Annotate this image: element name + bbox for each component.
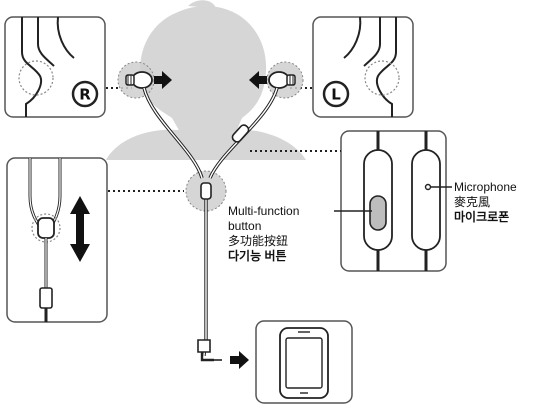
- microphone-label-ko: 마이크로폰: [454, 210, 510, 224]
- smartphone-icon: [255, 320, 353, 404]
- headphone-plug-icon: [197, 339, 222, 362]
- left-earbud-panel: [312, 16, 414, 118]
- right-marker-letter: R: [79, 86, 91, 104]
- up-down-arrow-icon: [70, 196, 90, 262]
- multi-function-button-label-ko: 다기능 버튼: [228, 249, 287, 263]
- microphone-label-en: Microphone: [454, 180, 517, 194]
- head-silhouette: [106, 0, 306, 160]
- earbud-icon-left: [268, 71, 296, 89]
- right-earbud-panel: [4, 16, 106, 118]
- multi-function-button-label-en-1: Multi-function: [228, 204, 300, 218]
- microphone-label-zh: 麥克風: [454, 195, 491, 209]
- multi-function-button-label-en-2: button: [228, 219, 262, 233]
- earbud-icon-right: [125, 71, 153, 89]
- arrow-icon-left-ear: [249, 71, 267, 89]
- inline-remote-icon: [231, 124, 250, 143]
- slider-detail-panel: [6, 157, 108, 323]
- multi-function-button-label-zh: 多功能按鈕: [228, 234, 289, 248]
- arrow-icon-right-ear: [154, 71, 172, 89]
- remote-detail-panel: [340, 130, 447, 272]
- cord-slider-icon: [200, 182, 212, 200]
- arrow-icon-plug: [230, 351, 249, 369]
- left-marker-letter: L: [331, 86, 341, 104]
